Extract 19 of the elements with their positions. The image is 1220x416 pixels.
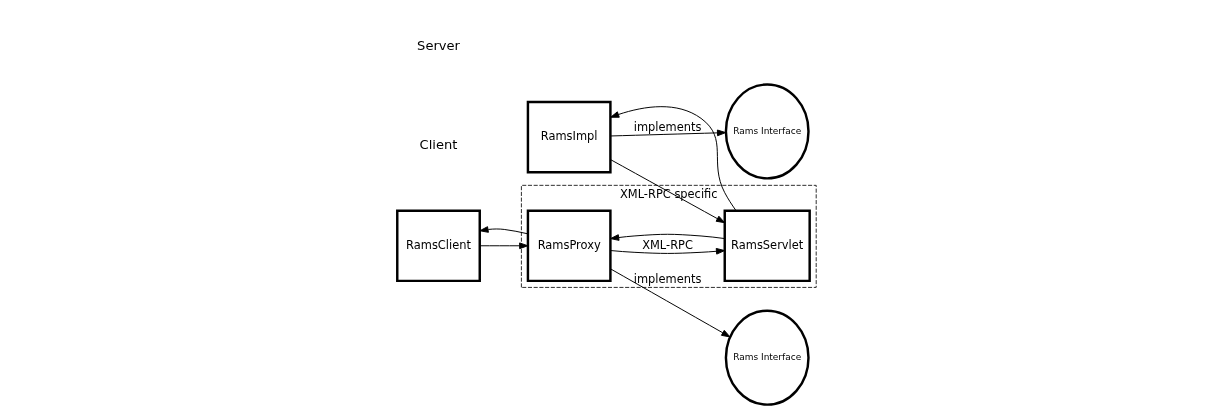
arrow [609,268,731,338]
node-ellipse: Rams Interface [724,83,810,180]
arrow [479,226,529,235]
node-ellipse: Rams Interface [724,309,810,406]
label: Client [419,137,458,153]
label: Server [417,37,460,53]
arrow [610,106,737,211]
arrow [609,159,726,224]
arrow [610,233,726,241]
node-box: RamsImpl [526,100,612,174]
node-box: RamsServlet [723,209,811,283]
node-box: RamsProxy [526,209,612,283]
edge-label: implements [633,119,702,134]
arrow [610,247,726,255]
edge-label: XML-RPC [642,238,693,253]
edge-label: implements [633,271,702,286]
arrow [609,129,727,137]
node-box: RamsClient [396,209,481,283]
arrow [479,242,529,250]
